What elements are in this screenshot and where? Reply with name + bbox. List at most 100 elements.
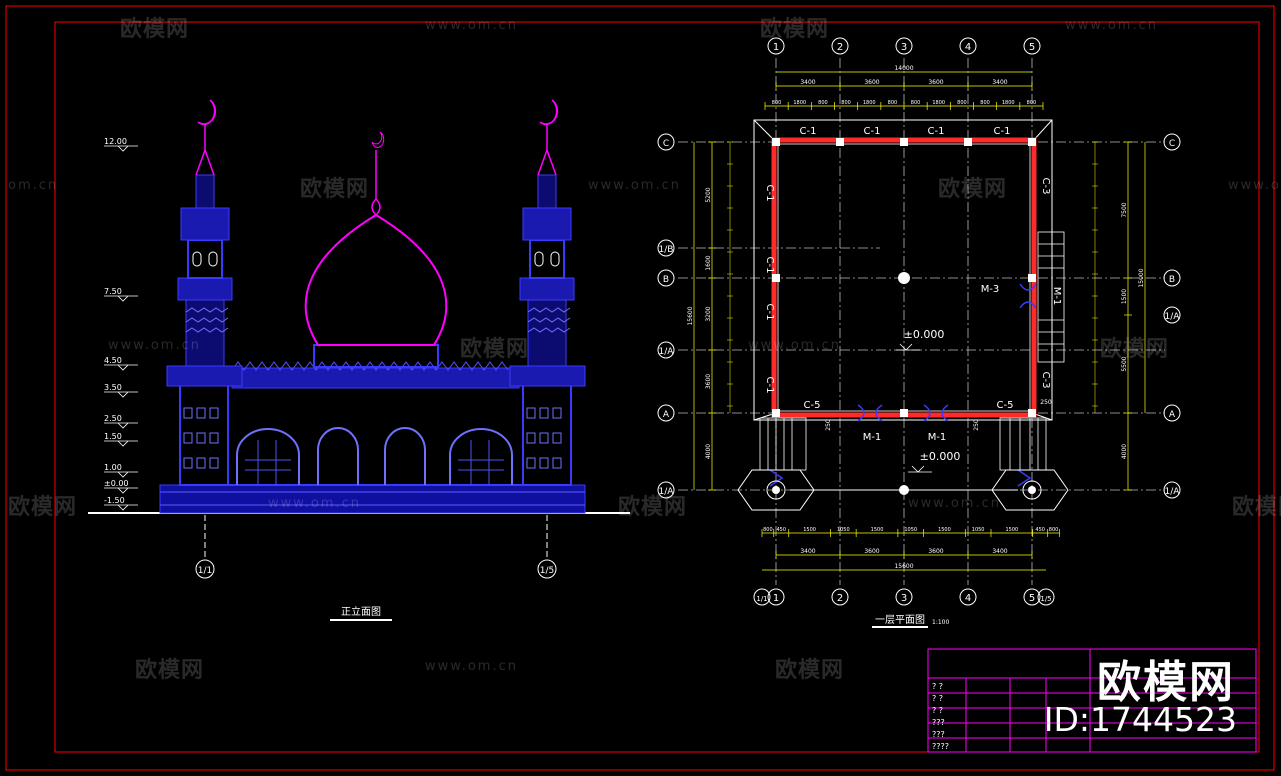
window-label-left: C-1 — [764, 257, 775, 274]
minaret-base-left — [737, 469, 815, 511]
axis-bubble — [959, 588, 977, 606]
elevation-title: 正立面图 — [341, 605, 381, 618]
window-label-front: C-5 — [997, 400, 1014, 411]
dimension-total-right: 15000 — [1138, 268, 1145, 287]
dimension-text: 1500 — [938, 527, 951, 533]
axis-bubble — [1163, 269, 1181, 287]
title-block-cell: ??? — [932, 730, 945, 739]
dimension-text: 1500 — [1121, 289, 1128, 304]
door-label: M-1 — [928, 432, 947, 443]
axis-label-top: 5 — [1029, 42, 1035, 53]
axis-label-left: B — [663, 275, 669, 285]
left-minaret — [166, 99, 243, 486]
inner-frame — [54, 21, 1260, 753]
axis-label-bottom: 4 — [965, 593, 971, 604]
dimension-text: 1500 — [871, 527, 884, 533]
axis-label-bottom: 1 — [773, 593, 779, 604]
front-elevation: 1/1 1/5 12.007.504.503.502.501.501.00±0.… — [88, 99, 630, 621]
axis-bubble — [657, 239, 675, 257]
axis-label-right: C — [1169, 139, 1175, 149]
axis-label-right: B — [1169, 275, 1175, 285]
axis-bubble — [831, 37, 849, 55]
small-dimension: 250 — [1040, 399, 1052, 406]
dimension-text: 4000 — [705, 444, 712, 459]
dimension-text: 1800 — [932, 100, 945, 106]
window-label-right: C-3 — [1040, 372, 1051, 389]
axis-bubble — [1037, 588, 1055, 606]
title-block-cell: ? ? — [932, 682, 943, 691]
dimension-text: 1800 — [863, 100, 876, 106]
axis-bubble — [657, 341, 675, 359]
axis-label-top: 1 — [773, 42, 779, 53]
brand-id: ID:1744523 — [1043, 700, 1237, 739]
axis-bubble — [1163, 404, 1181, 422]
dimension-text: 800 — [957, 100, 967, 106]
axis-bubble — [1023, 37, 1041, 55]
dimension-text: 4000 — [1121, 444, 1128, 459]
level-label: 4.50 — [104, 356, 122, 365]
dimension-text: 800 — [1027, 100, 1037, 106]
small-dimension: 250 — [825, 419, 832, 431]
level-markers: 12.007.504.503.502.501.501.00±0.00-1.50 — [104, 137, 138, 511]
dimension-text: 800 — [888, 100, 898, 106]
dimension-text: 450 — [1035, 527, 1045, 533]
level-label: 12.00 — [104, 137, 127, 146]
axis-label-right: 1/A — [1165, 312, 1181, 322]
axis-bubble — [959, 37, 977, 55]
window-label-left: C-1 — [764, 377, 775, 394]
axis-bubble — [895, 588, 913, 606]
dimension-text: 3600 — [864, 79, 879, 86]
dimension-text: 800 — [772, 100, 782, 106]
dome-finial — [371, 150, 381, 216]
axis-label-bottom: 3 — [901, 593, 907, 604]
window-label-left: C-1 — [764, 185, 775, 202]
axis-bubble — [767, 37, 785, 55]
axis-bubble — [767, 588, 785, 606]
dimension-text: 800 — [841, 100, 851, 106]
dimension-text: 3400 — [992, 79, 1007, 86]
plan-title: 一层平面图 — [875, 614, 925, 626]
window-label-top: C-1 — [994, 126, 1011, 137]
window-label-front: C-5 — [804, 400, 821, 411]
dimension-text: 800 — [818, 100, 828, 106]
axis-label-bottom: 2 — [837, 593, 843, 604]
elevation-axis-left: 1/1 — [198, 566, 212, 576]
door-label-side: M-1 — [1051, 287, 1062, 306]
level-inside: ±0.000 — [904, 328, 945, 341]
axis-bubble — [1163, 133, 1181, 151]
dimension-text: 3600 — [928, 548, 943, 555]
dimension-text: 800 — [911, 100, 921, 106]
elevation-axis-right: 1/5 — [540, 566, 554, 576]
elevation-axis-right-bubble — [537, 559, 557, 579]
axis-label-bottom: 1/5 — [1040, 595, 1051, 603]
level-label: -1.50 — [104, 496, 125, 505]
arch-right-window — [449, 428, 513, 485]
title-block-cell: ???? — [932, 742, 949, 751]
axis-bubble — [1023, 588, 1041, 606]
dimension-total-left: 15600 — [687, 306, 694, 325]
dimension-text: 1050 — [904, 527, 917, 533]
axis-label-bottom: 5 — [1029, 593, 1035, 604]
window-label-top: C-1 — [800, 126, 817, 137]
dimension-text: 3600 — [928, 79, 943, 86]
axis-bubble — [831, 588, 849, 606]
dimension-text: 1800 — [793, 100, 806, 106]
axis-bubble — [657, 269, 675, 287]
plinth — [159, 484, 586, 514]
axis-bubble — [657, 481, 675, 499]
right-minaret — [509, 99, 586, 486]
elevation-axis-left-bubble — [195, 559, 215, 579]
level-label: 2.50 — [104, 414, 122, 423]
dimension-text: 1600 — [705, 255, 712, 270]
axis-label-left: 1/A — [659, 487, 675, 497]
dimension-text: 3400 — [992, 548, 1007, 555]
title-block-cell: ? ? — [932, 706, 943, 715]
arch-left-window — [236, 428, 300, 485]
dome-crescent — [371, 131, 385, 148]
dimension-text: 5200 — [705, 187, 712, 202]
axis-label-left: A — [663, 410, 670, 420]
